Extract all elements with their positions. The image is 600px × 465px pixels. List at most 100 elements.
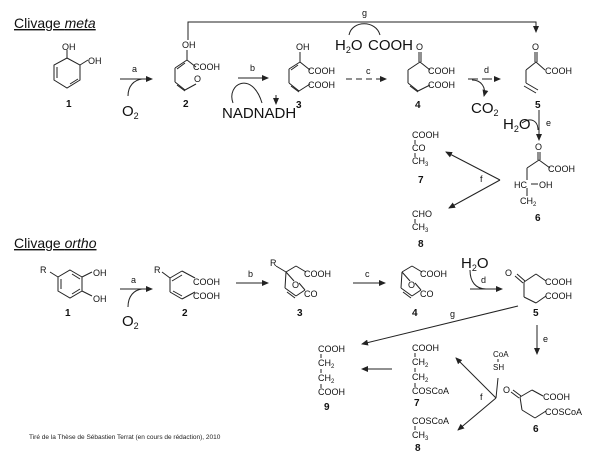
svg-text:b: b — [248, 269, 253, 279]
source-caption: Tiré de la Thèse de Sébastien Terrat (en… — [29, 434, 221, 441]
ortho-h2o: H2O — [461, 255, 489, 273]
svg-text:1: 1 — [66, 99, 72, 110]
meta-nad-nadh: NADNADH — [222, 105, 296, 122]
svg-text:COOH: COOH — [548, 164, 575, 174]
svg-text:COOH: COOH — [545, 66, 572, 76]
svg-text:CO: CO — [412, 143, 426, 153]
svg-text:3: 3 — [297, 308, 303, 319]
svg-text:4: 4 — [412, 308, 418, 319]
svg-text:7: 7 — [418, 175, 424, 186]
svg-text:O: O — [416, 42, 423, 52]
svg-text:3: 3 — [296, 100, 302, 111]
svg-text:CoA: CoA — [493, 350, 509, 359]
svg-text:COOH: COOH — [193, 62, 220, 72]
svg-text:OH: OH — [539, 180, 553, 190]
svg-text:2: 2 — [182, 308, 188, 319]
svg-text:c: c — [365, 269, 370, 279]
meta-arrow-f-down — [448, 179, 501, 209]
svg-text:O: O — [408, 280, 415, 290]
svg-text:a: a — [131, 275, 136, 285]
svg-text:f: f — [480, 392, 483, 402]
svg-text:COSCoA: COSCoA — [545, 407, 582, 417]
svg-text:5: 5 — [533, 308, 539, 319]
svg-text:R: R — [40, 265, 47, 275]
svg-text:O: O — [292, 280, 299, 290]
ortho-o2: O2 — [122, 313, 139, 331]
svg-text:a: a — [132, 64, 137, 74]
svg-text:OH: OH — [62, 42, 76, 52]
meta-compound-6: O COOH HC OH CH2 6 — [514, 142, 575, 224]
ortho-arrow-f-down — [457, 397, 497, 431]
svg-text:d: d — [484, 65, 489, 75]
ortho-c7-ch2b: CH2 — [412, 372, 429, 384]
svg-text:5: 5 — [535, 100, 541, 111]
svg-text:COSCoA: COSCoA — [412, 386, 449, 396]
meta-c6-ch2: CH2 — [520, 196, 537, 208]
svg-text:8: 8 — [415, 443, 421, 454]
svg-text:COOH: COOH — [412, 343, 439, 353]
svg-text:COOH: COOH — [545, 291, 572, 301]
ortho-compound-1: R OH OH 1 — [40, 265, 107, 319]
meta-co2: CO2 — [471, 100, 499, 118]
svg-text:COOH: COOH — [412, 130, 439, 140]
svg-text:f: f — [480, 174, 483, 184]
ortho-c7-ch2a: CH2 — [412, 357, 429, 369]
svg-text:6: 6 — [535, 213, 541, 224]
svg-text:CO: CO — [304, 289, 318, 299]
meta-nad-curve — [231, 82, 263, 104]
svg-text:2: 2 — [183, 99, 189, 110]
svg-text:COOH: COOH — [308, 80, 335, 90]
ortho-compound-4: COOH O CO 4 — [400, 265, 447, 319]
meta-compound-5: O COOH 5 — [523, 42, 572, 111]
meta-g-h2o: H2O — [335, 37, 363, 55]
svg-text:OH: OH — [93, 294, 107, 304]
section-title-meta: Clivage meta — [14, 15, 96, 31]
ortho-arrow-g — [361, 305, 519, 346]
svg-text:OH: OH — [182, 40, 196, 50]
meta-o2: O2 — [122, 103, 139, 121]
svg-text:OH: OH — [296, 42, 310, 52]
svg-text:d: d — [481, 275, 486, 285]
meta-co2-curve — [471, 79, 489, 97]
meta-compound-3: OH COOH COOH 3 — [288, 42, 335, 111]
svg-text:c: c — [366, 66, 371, 76]
svg-text:O: O — [535, 142, 542, 152]
meta-compound-2: OH COOH O 2 — [174, 40, 220, 110]
svg-text:COOH: COOH — [420, 269, 447, 279]
meta-g-curve — [348, 23, 381, 36]
ortho-compound-5: O COOH COOH 5 — [505, 268, 572, 319]
svg-text:R: R — [154, 265, 161, 275]
svg-text:O: O — [505, 268, 512, 278]
svg-text:HC: HC — [514, 180, 527, 190]
svg-text:OH: OH — [88, 56, 102, 66]
ortho-coa-sh: CoA SH — [493, 350, 509, 372]
svg-text:4: 4 — [415, 100, 421, 111]
svg-text:COOH: COOH — [318, 387, 345, 397]
svg-text:g: g — [362, 8, 367, 18]
svg-text:COOH: COOH — [193, 277, 220, 287]
meta-g-cooh: COOH — [368, 37, 413, 54]
ortho-compound-9: COOH CH2 CH2 COOH 9 — [318, 344, 345, 413]
svg-text:OH: OH — [93, 268, 107, 278]
svg-text:COOH: COOH — [304, 269, 331, 279]
svg-text:7: 7 — [414, 398, 420, 409]
meta-o2-curve — [127, 78, 143, 97]
svg-text:8: 8 — [418, 239, 424, 250]
ortho-compound-3: R COOH O CO 3 — [270, 258, 331, 319]
svg-text:e: e — [543, 334, 548, 344]
ortho-arrow-f-up — [455, 357, 497, 399]
section-title-ortho: Clivage ortho — [14, 235, 97, 251]
svg-text:R: R — [270, 258, 277, 268]
svg-text:6: 6 — [533, 424, 539, 435]
svg-text:COOH: COOH — [545, 277, 572, 287]
svg-text:COSCoA: COSCoA — [412, 416, 449, 426]
meta-e-h2o: H2O — [503, 116, 531, 134]
ortho-c8-ch3: CH3 — [412, 430, 429, 442]
svg-text:COOH: COOH — [193, 291, 220, 301]
svg-text:b: b — [250, 63, 255, 73]
meta-compound-4: O COOH COOH 4 — [407, 42, 455, 111]
svg-text:O: O — [532, 42, 539, 52]
svg-text:COOH: COOH — [308, 66, 335, 76]
svg-text:SH: SH — [493, 363, 504, 372]
